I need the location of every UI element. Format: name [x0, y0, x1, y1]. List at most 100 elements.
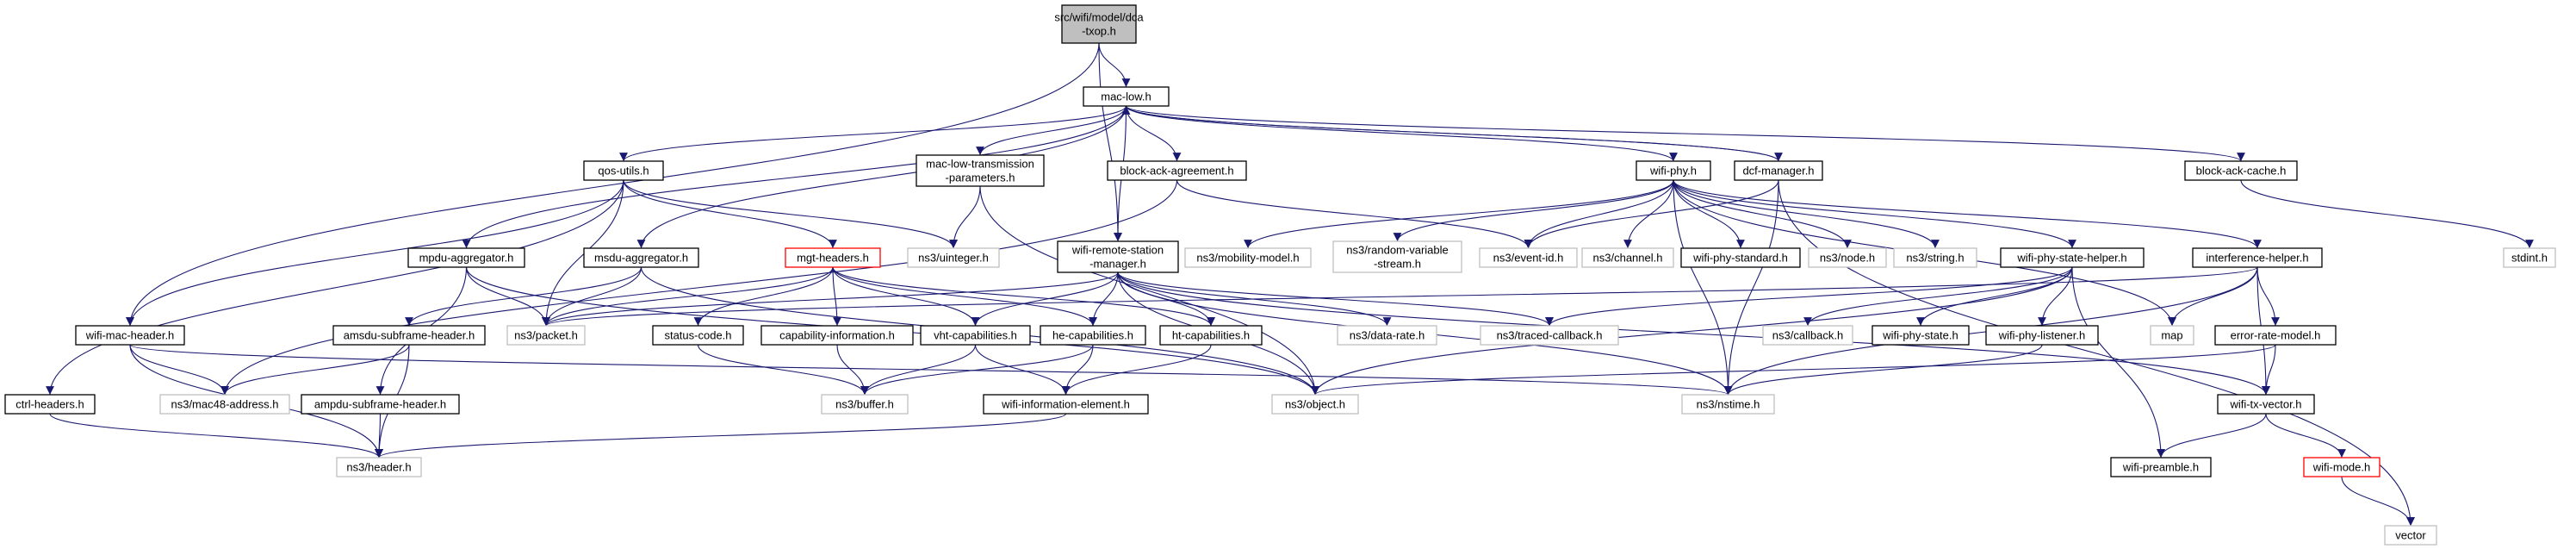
node-block-ack-cache[interactable]: block-ack-cache.h — [2184, 160, 2298, 181]
node-wifi-tx-vector[interactable]: wifi-tx-vector.h — [2217, 394, 2315, 415]
node-box — [1184, 247, 1312, 268]
node-wifi-phy[interactable]: wifi-phy.h — [1636, 160, 1711, 181]
node-box — [1057, 240, 1179, 273]
edge-root-to-mac-low — [1098, 42, 1131, 88]
node-ns3-header[interactable]: ns3/header.h — [336, 457, 422, 477]
node-ns3-data-rate[interactable]: ns3/data-rate.h — [1337, 325, 1437, 346]
edge-wifi-phy-to-ns3-random — [1393, 179, 1674, 242]
node-map[interactable]: map — [2150, 325, 2194, 346]
edge-qos-utils-to-ctrl-headers — [46, 179, 624, 396]
node-box — [983, 394, 1149, 415]
node-dcf-manager[interactable]: dcf-manager.h — [1734, 160, 1823, 181]
node-block-ack-agreement[interactable]: block-ack-agreement.h — [1107, 160, 1247, 181]
node-label: capability-information.h — [779, 329, 895, 342]
node-ns3-random[interactable]: ns3/random-variable-stream.h — [1332, 240, 1462, 273]
node-wifi-mac-header[interactable]: wifi-mac-header.h — [75, 325, 185, 346]
node-label: ns3/header.h — [346, 461, 411, 474]
node-capability-info[interactable]: capability-information.h — [760, 325, 914, 346]
node-status-code[interactable]: status-code.h — [652, 325, 744, 346]
edge-wifi-phy-to-ns3-node — [1673, 179, 1852, 249]
node-mac-low[interactable]: mac-low.h — [1083, 86, 1170, 107]
node-label: mpdu-aggregator.h — [419, 252, 514, 265]
edge-vht-cap-to-ns3-buffer — [860, 344, 977, 396]
node-he-cap[interactable]: he-capabilities.h — [1040, 325, 1146, 346]
node-error-rate-model[interactable]: error-rate-model.h — [2214, 325, 2337, 346]
node-box — [1681, 394, 1775, 415]
node-wifi-phy-standard[interactable]: wifi-phy-standard.h — [1680, 247, 1801, 268]
node-ns3-mac48[interactable]: ns3/mac48-address.h — [159, 394, 290, 415]
node-layer: src/wifi/model/dca-txop.h mac-low.h qos-ut… — [4, 4, 2556, 546]
edge-wifi-remote-station-to-he-cap — [1089, 271, 1119, 327]
node-vht-cap[interactable]: vht-capabilities.h — [920, 325, 1031, 346]
node-box — [1871, 325, 1970, 346]
node-label: wifi-phy-state-helper.h — [2016, 252, 2126, 265]
edge-mac-low-to-wifi-phy — [1125, 105, 1678, 162]
node-qos-utils[interactable]: qos-utils.h — [583, 160, 664, 181]
node-label: -parameters.h — [946, 172, 1015, 184]
node-mgt-headers[interactable]: mgt-headers.h — [785, 247, 881, 268]
node-ns3-callback[interactable]: ns3/callback.h — [1762, 325, 1853, 346]
node-label: dcf-manager.h — [1742, 165, 1814, 178]
node-wifi-preamble[interactable]: wifi-preamble.h — [2110, 457, 2212, 477]
node-label: wifi-remote-station — [1071, 244, 1164, 257]
node-stdint[interactable]: stdint.h — [2503, 247, 2556, 268]
node-interference-helper[interactable]: interference-helper.h — [2192, 247, 2323, 268]
node-label: wifi-phy.h — [1649, 165, 1697, 178]
edge-root-to-wifi-mac-header — [126, 42, 1100, 327]
node-label: wifi-preamble.h — [2122, 461, 2199, 474]
node-ns3-channel[interactable]: ns3/channel.h — [1581, 247, 1674, 268]
node-box — [2150, 325, 2194, 346]
node-amsdu-subframe[interactable]: amsdu-subframe-header.h — [332, 325, 486, 346]
node-ht-cap[interactable]: ht-capabilities.h — [1159, 325, 1263, 346]
node-ampdu-subframe[interactable]: ampdu-subframe-header.h — [301, 394, 460, 415]
edge-mpdu-aggregator-to-ns3-packet — [465, 266, 550, 327]
node-label: amsdu-subframe-header.h — [344, 329, 475, 342]
node-label: ns3/uinteger.h — [918, 252, 989, 265]
node-label: wifi-mac-header.h — [85, 329, 175, 342]
node-msdu-aggregator[interactable]: msdu-aggregator.h — [583, 247, 699, 268]
node-box — [407, 247, 525, 268]
edge-wifi-remote-station-to-ns3-packet — [542, 271, 1119, 327]
node-box — [1636, 160, 1711, 181]
node-box — [2000, 247, 2145, 268]
node-wifi-phy-state[interactable]: wifi-phy-state.h — [1871, 325, 1970, 346]
node-box — [1271, 394, 1359, 415]
node-ns3-traced-cb[interactable]: ns3/traced-callback.h — [1480, 325, 1619, 346]
node-ns3-uinteger[interactable]: ns3/uinteger.h — [907, 247, 1000, 268]
node-root[interactable]: src/wifi/model/dca-txop.h — [1054, 4, 1144, 44]
node-label: -manager.h — [1089, 258, 1146, 271]
edge-block-ack-cache-to-stdint — [2240, 179, 2534, 249]
node-mpdu-aggregator[interactable]: mpdu-aggregator.h — [407, 247, 525, 268]
node-label: vector — [2395, 529, 2426, 542]
node-label: ns3/object.h — [1285, 398, 1345, 411]
node-ns3-mobility[interactable]: ns3/mobility-model.h — [1184, 247, 1312, 268]
node-box — [1893, 247, 1977, 268]
node-wifi-phy-listener[interactable]: wifi-phy-listener.h — [1985, 325, 2099, 346]
node-wifi-mode[interactable]: wifi-mode.h — [2303, 457, 2380, 477]
edge-ht-cap-to-wifi-info-element — [1061, 344, 1212, 396]
edge-capability-info-to-ns3-buffer — [836, 344, 869, 396]
node-vector[interactable]: vector — [2384, 525, 2437, 546]
node-label: ns3/mac48-address.h — [171, 398, 278, 411]
node-ctrl-headers[interactable]: ctrl-headers.h — [4, 394, 96, 415]
node-label: ns3/mobility-model.h — [1196, 252, 1299, 265]
node-ns3-packet[interactable]: ns3/packet.h — [506, 325, 586, 346]
node-ns3-event-id[interactable]: ns3/event-id.h — [1479, 247, 1578, 268]
node-wifi-remote-station[interactable]: wifi-remote-station-manager.h — [1057, 240, 1179, 273]
edge-wifi-mac-header-to-ns3-nstime — [129, 344, 1732, 396]
node-box — [1985, 325, 2099, 346]
node-ns3-buffer[interactable]: ns3/buffer.h — [821, 394, 909, 415]
edge-wifi-phy-to-interference-helper — [1673, 179, 2262, 249]
node-ns3-object[interactable]: ns3/object.h — [1271, 394, 1359, 415]
node-label: status-code.h — [664, 329, 731, 342]
node-mac-low-tx[interactable]: mac-low-transmission-parameters.h — [916, 154, 1045, 187]
node-box — [1083, 86, 1170, 107]
node-wifi-phy-state-helper[interactable]: wifi-phy-state-helper.h — [2000, 247, 2145, 268]
edge-wifi-remote-station-to-vht-cap — [971, 271, 1119, 327]
node-ns3-nstime[interactable]: ns3/nstime.h — [1681, 394, 1775, 415]
node-ns3-node[interactable]: ns3/node.h — [1808, 247, 1887, 268]
edge-wifi-phy-to-wifi-phy-state-helper — [1673, 179, 2076, 249]
node-wifi-info-element[interactable]: wifi-information-element.h — [983, 394, 1149, 415]
node-ns3-string[interactable]: ns3/string.h — [1893, 247, 1977, 268]
edge-block-ack-agreement-to-ns3-event-id — [1176, 179, 1533, 249]
